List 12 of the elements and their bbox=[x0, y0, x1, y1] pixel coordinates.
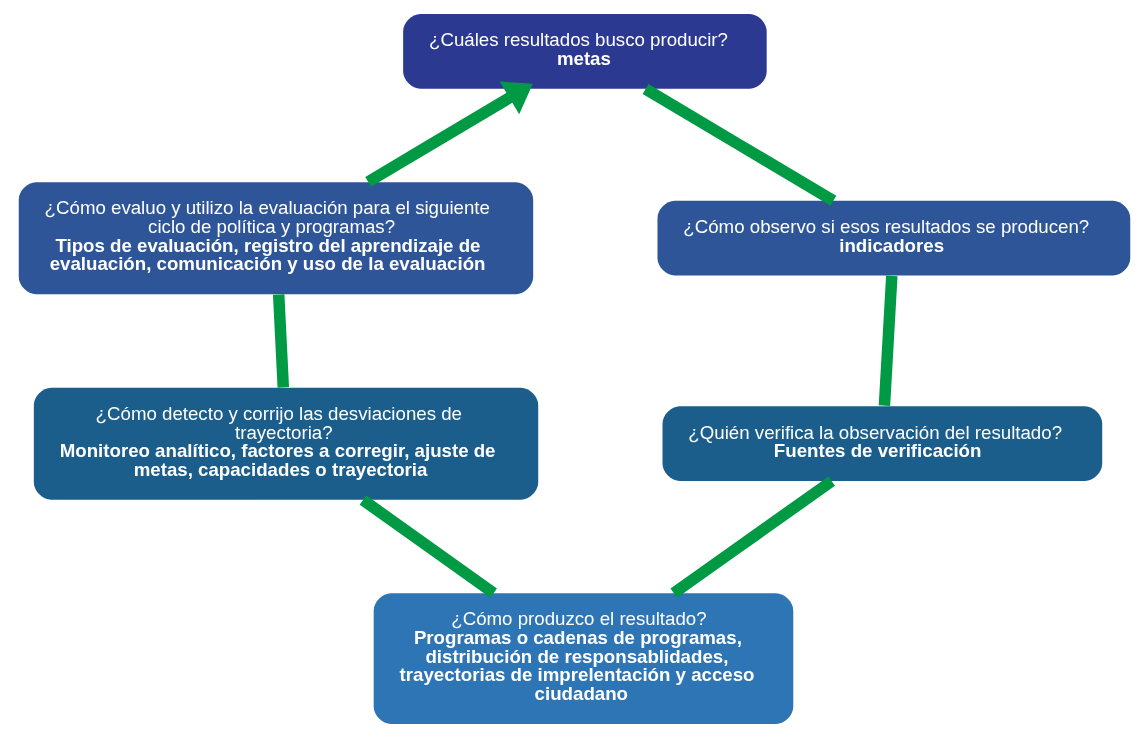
node-box: ¿Cómo detecto y corrijo las desviaciones de trayectoria? Monitoreo analítico, factores a corregir, ajuste de metas, capacidades o trayectoria bbox=[33, 387, 538, 500]
connector bbox=[359, 495, 497, 598]
connector bbox=[272, 294, 289, 388]
node-box: ¿Cómo produzco el resultado? Programas o cadenas de programas, distribución de responsablidades, trayectorias de imprelentación y acceso ciudadano bbox=[373, 593, 793, 724]
node-box: ¿Cómo observo si esos resultados se producen? indicadores bbox=[657, 200, 1130, 276]
node-box: ¿Quién verifica la observación del resultado? Fuentes de verificación bbox=[662, 406, 1102, 482]
node-box: ¿Cuáles resultados busco producir? metas bbox=[402, 14, 767, 89]
arrow bbox=[364, 81, 533, 187]
connector bbox=[642, 84, 836, 206]
connector bbox=[669, 476, 835, 598]
node-box: ¿Cómo evaluo y utilizo la evaluación para el siguiente ciclo de política y programas? Tipos de evaluación, registro del aprendizaje de evaluación, comunicación y uso de la evaluación bbox=[18, 182, 533, 295]
connector bbox=[878, 275, 898, 407]
